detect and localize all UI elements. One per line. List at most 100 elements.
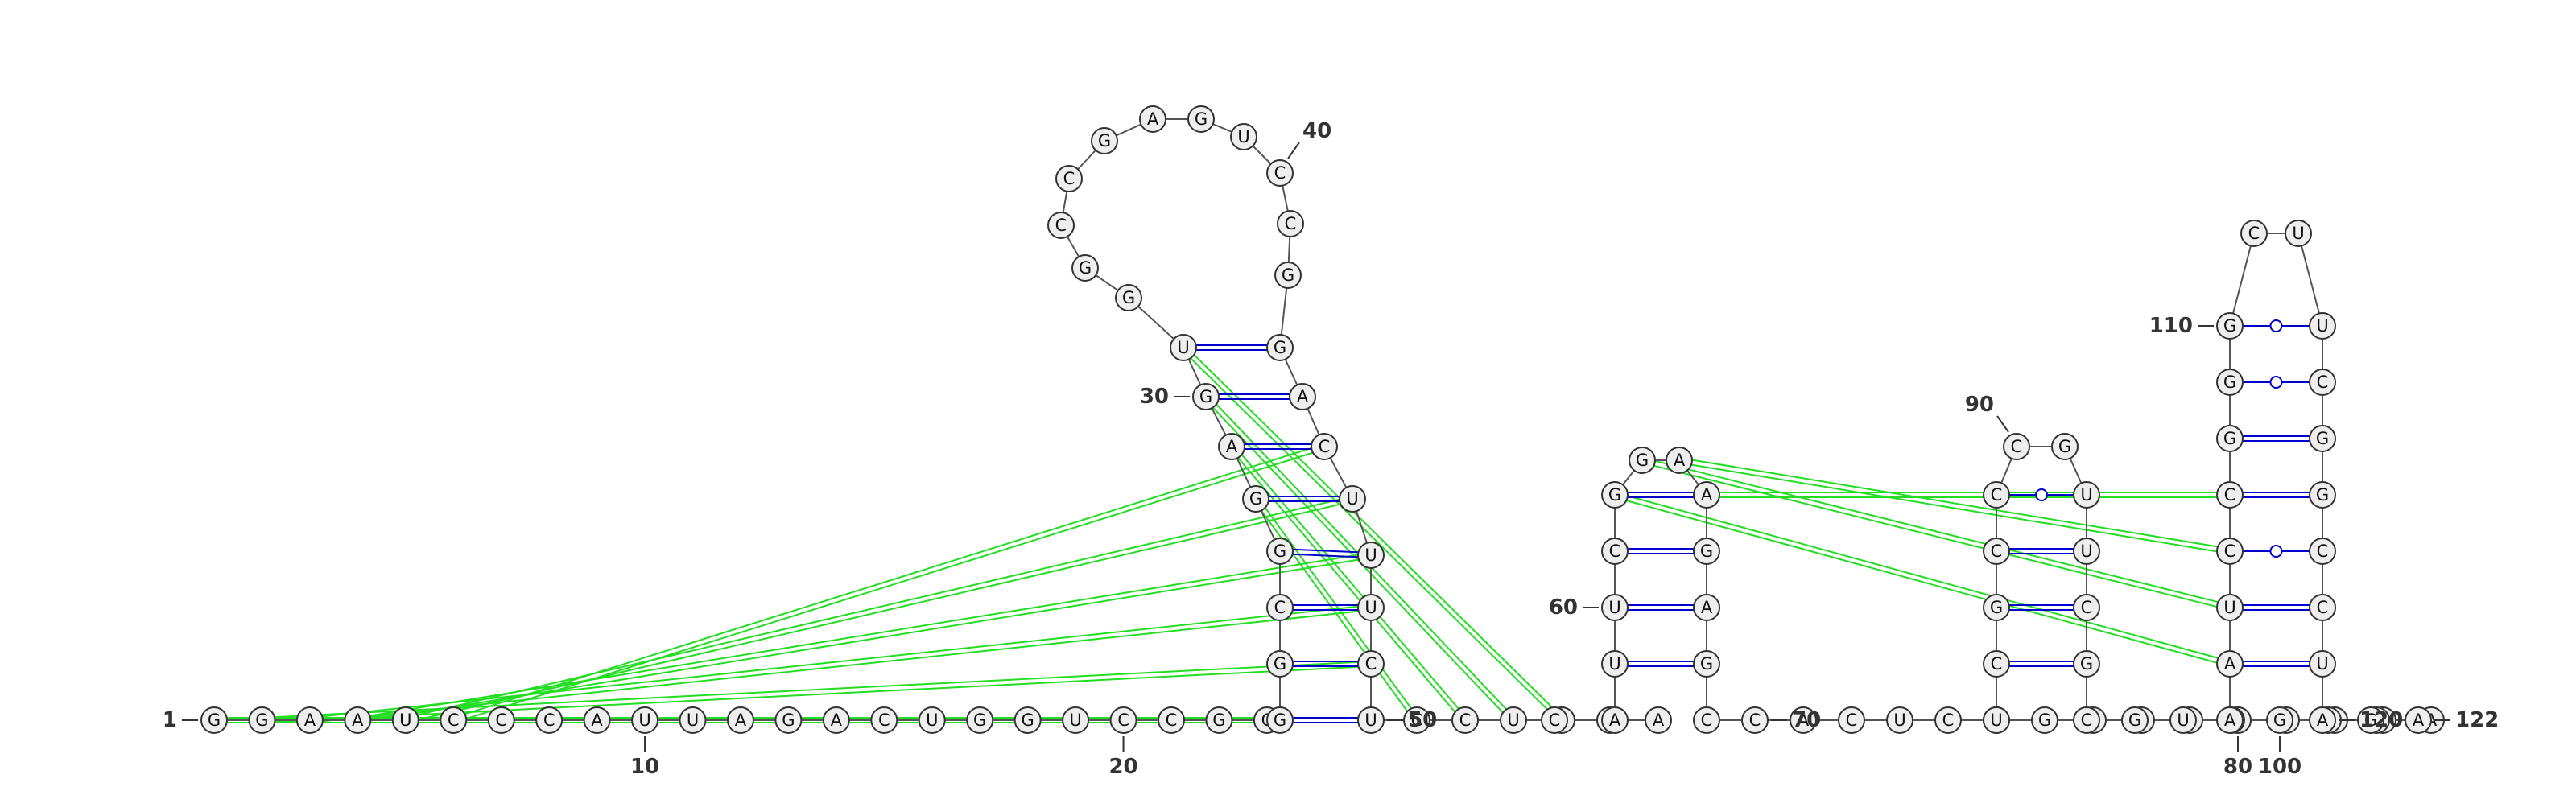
nucleotide-letter: A [352, 711, 364, 730]
nucleotide-52: C [1451, 706, 1479, 734]
nucleotides: GGAAUCCCAUUAGACUGGUCCGCGGCGGAGUGGCCGAGUC… [200, 105, 2445, 734]
nucleotide-circle [1983, 706, 2010, 734]
nucleotide-circle [1693, 538, 1720, 565]
nucleotide-72: C [1838, 706, 1865, 734]
nucleotide-121: G [2357, 706, 2384, 734]
nucleotide-circle [1357, 542, 1385, 569]
nucleotide-letter: G [2316, 429, 2329, 448]
nucleotide-circle [1187, 105, 1215, 133]
nucleotide-circle [1983, 650, 2010, 678]
nucleotide-27: G [1266, 538, 1294, 565]
backbone-segment [2229, 233, 2255, 327]
nucleotide-circle [1357, 706, 1385, 734]
nucleotide-circle [1601, 594, 1629, 621]
tertiary-interaction-line [1613, 496, 2230, 667]
nucleotide-letter: C [1942, 711, 1955, 730]
nucleotide-circle [1790, 706, 1817, 734]
nucleotide-51: C [1403, 706, 1430, 734]
nucleotide-letter: A [831, 711, 843, 730]
nucleotide-20: C [1109, 706, 1137, 734]
tertiary-interaction-line [406, 500, 1353, 723]
nucleotide-circle [2285, 220, 2312, 247]
nucleotide-47: U [1357, 542, 1385, 569]
nucleotide-71: A [1790, 706, 1817, 734]
nucleotide-letter: C [1701, 711, 1713, 730]
nucleotide-circle [2216, 538, 2244, 565]
nucleotide-49: C [1357, 650, 1385, 678]
nucleotide-85: U [1983, 706, 2010, 734]
nucleotide-letter: G [1079, 258, 1092, 278]
nucleotide-circle [487, 706, 515, 734]
nucleotide-circle [1139, 105, 1166, 133]
position-label: 120 [2359, 708, 2403, 732]
nucleotide-letter: G [2223, 373, 2236, 392]
nucleotide-letter: A [1798, 711, 1810, 730]
nucleotide-letter: G [1249, 489, 1262, 509]
nucleotide-114: C [2309, 369, 2336, 396]
nucleotide-letter: U [2177, 711, 2189, 730]
tertiary-interaction-line [1642, 457, 2231, 607]
nucleotide-letter: G [1700, 654, 1713, 673]
nucleotide-circle [2073, 481, 2100, 509]
tertiary-interaction-line [1232, 444, 1468, 719]
nucleotide-circle [1266, 594, 1294, 621]
nucleotide-letter: U [1893, 711, 1905, 730]
tertiary-interaction-line [1228, 447, 1464, 723]
nucleotide-circle [1339, 485, 1366, 513]
nucleotide-circle [2240, 220, 2268, 247]
tertiary-interaction-line [1615, 492, 2231, 663]
nucleotide-letter: G [1282, 266, 1294, 285]
nucleotide-122: A [2405, 706, 2432, 734]
nucleotide-letter: C [2224, 542, 2236, 561]
nucleotide-circle [2073, 706, 2100, 734]
nucleotide-circle [1274, 262, 1302, 289]
nucleotide-circle [1277, 210, 1304, 237]
nucleotide-circle [583, 706, 611, 734]
nucleotide-26: C [1266, 594, 1294, 621]
nucleotide-letter: A [1147, 109, 1159, 129]
nucleotide-circle [1289, 383, 1316, 410]
nucleotide-64: A [1666, 447, 1693, 474]
nucleotide-letter: U [2316, 654, 2328, 673]
nucleotide-letter: C [2317, 598, 2329, 617]
nucleotide-circle [1541, 706, 1568, 734]
nucleotide-letter: C [1609, 542, 1621, 561]
nucleotide-circle [1266, 334, 1294, 361]
nucleotide-letter: C [1285, 214, 1297, 233]
position-label: 80 [2223, 755, 2252, 779]
tertiary-interaction-line [452, 443, 1324, 719]
nucleotide-letter: U [2080, 485, 2092, 505]
nucleotide-24: G [1266, 706, 1294, 734]
tertiary-interaction-line [262, 665, 1372, 723]
nucleotide-circle [2216, 650, 2244, 678]
nucleotide-65: A [1693, 481, 1720, 509]
nucleotide-letter: U [638, 711, 650, 730]
nucleotide-4: A [344, 706, 372, 734]
tertiary-interaction-line [1641, 461, 2230, 611]
nucleotide-107: C [2216, 481, 2244, 509]
nucleotide-letter: G [1990, 598, 2003, 617]
tertiary-interaction-line [309, 604, 1371, 719]
noncanonical-pair-marker [2269, 376, 2283, 389]
nucleotide-circle [2216, 481, 2244, 509]
tertiary-interaction-line [1184, 345, 1564, 719]
nucleotide-31: U [1170, 334, 1197, 361]
nucleotide-circle [1357, 650, 1385, 678]
nucleotide-circle [2309, 538, 2336, 565]
nucleotide-letter: G [1274, 338, 1286, 357]
nucleotide-letter: A [2317, 711, 2329, 730]
nucleotide-105: U [2216, 594, 2244, 621]
nucleotide-circle [1266, 706, 1294, 734]
nucleotide-90: C [2003, 433, 2030, 460]
nucleotide-circle [1741, 706, 1769, 734]
nucleotide-letter: U [2080, 542, 2092, 561]
nucleotide-letter: C [2081, 711, 2093, 730]
nucleotide-58: A [1601, 706, 1629, 734]
nucleotide-letter: G [1212, 711, 1225, 730]
nucleotide-97: G [2121, 706, 2149, 734]
nucleotide-letter: U [1608, 654, 1620, 673]
nucleotide-letter: G [973, 711, 986, 730]
nucleotide-letter: G [1195, 109, 1208, 129]
nucleotide-letter: C [1055, 216, 1067, 235]
